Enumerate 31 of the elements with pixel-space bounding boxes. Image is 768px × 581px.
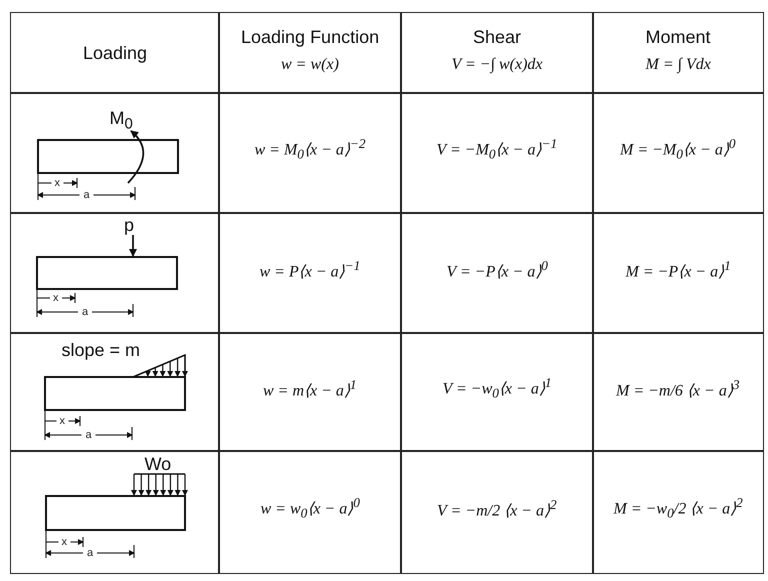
formula: V = −∫ w(x)dx [452,56,542,74]
dimension-label: x [54,178,61,188]
formula: M = −P⟨x − a⟩$^{1}$ [626,258,731,281]
formula: w = w(x) [281,56,339,74]
formula: w = M$_{0}$⟨x − a⟩$^{−2}$ [254,136,366,162]
load-label: slope = m [62,341,140,359]
formula: V = −P⟨x − a⟩$^{0}$ [446,258,548,281]
formula: w = P⟨x − a⟩$^{−1}$ [260,258,360,281]
load-label: M$_{0}$ [110,108,133,134]
formula: w = m⟨x − a⟩$^{1}$ [263,376,357,400]
dimension-label: x [58,416,66,426]
dimension-label: a [86,548,94,558]
formula: V = −m/2 ⟨x − a⟩$^{2}$ [437,496,557,520]
formula: w = w$_{0}$⟨x − a⟩$^{0}$ [260,494,360,522]
column-header: Loading [83,42,148,64]
column-header: Moment [646,26,711,48]
dimension-label: a [81,306,90,318]
formula: V = −M$_{0}$⟨x − a⟩$^{−1}$ [436,136,558,162]
column-header: Shear [473,26,522,48]
dimension-label: x [60,536,68,548]
load-label: p [124,216,134,234]
dimension-label: a [82,190,91,200]
formula: M = −m/6 ⟨x − a⟩$^{3}$ [616,376,740,400]
formula: M = −w$_{0}$/2 ⟨x − a⟩$^{2}$ [614,494,743,522]
load-label: Wo [144,455,172,473]
dimension-label: x [52,292,60,304]
formula: V = −w$_{0}$⟨x − a⟩$^{1}$ [442,374,552,402]
column-header: Loading Function [241,26,380,48]
formula: M = ∫ Vdx [646,56,711,74]
formula: M = −M$_{0}$⟨x − a⟩$^{0}$ [620,136,736,162]
dimension-label: a [84,430,93,440]
